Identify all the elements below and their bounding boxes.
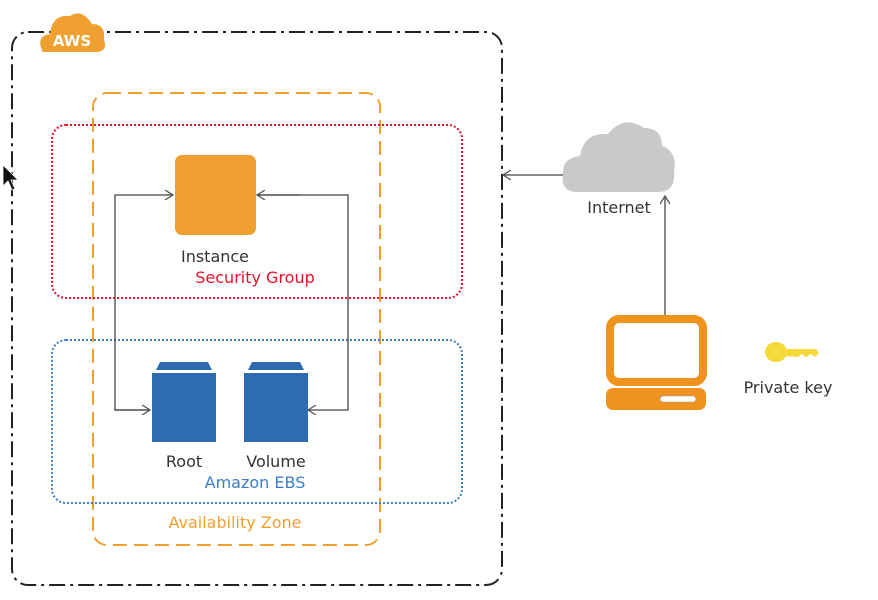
ebs-volume-icon (152, 362, 216, 442)
key-icon (765, 342, 819, 362)
internet-cloud-icon (562, 122, 675, 192)
availability-zone-boundary (92, 92, 381, 546)
private-key-label: Private key (744, 378, 833, 397)
aws-cloud-icon: AWS (40, 13, 106, 53)
aws-badge-label: AWS (53, 32, 91, 50)
volume-label: Volume (246, 452, 306, 471)
instance-label: Instance (181, 247, 249, 266)
computer-icon (606, 315, 707, 410)
security-group-boundary (51, 124, 463, 299)
mouse-cursor-icon (2, 164, 19, 191)
internet-label: Internet (587, 198, 651, 217)
security-group-label: Security Group (195, 268, 315, 287)
availability-zone-label: Availability Zone (168, 513, 301, 532)
aws-region-boundary (11, 31, 503, 586)
instance-icon (175, 155, 256, 235)
ebs-volume-icon (244, 362, 308, 442)
root-label: Root (166, 452, 202, 471)
instance-volume-connector (257, 194, 349, 410)
amazon-ebs-label: Amazon EBS (205, 473, 306, 492)
ebs-boundary (51, 339, 463, 504)
